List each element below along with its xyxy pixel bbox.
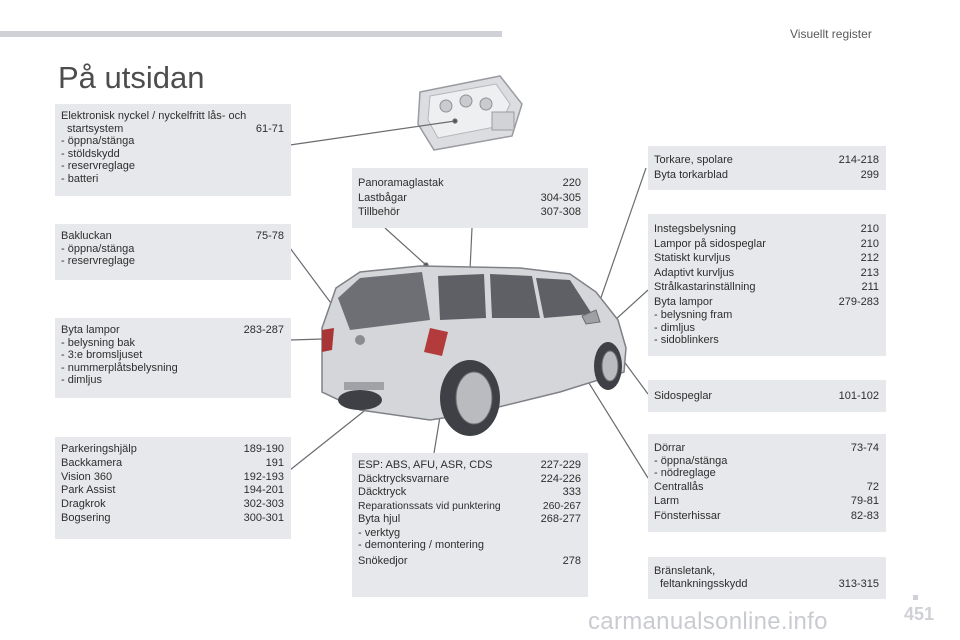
doors-row: Dörrar 73-74 (654, 442, 879, 455)
list-item: - belysning bak (61, 336, 135, 349)
mirrors-box: Sidospeglar 101-102 (648, 380, 886, 412)
rear-lamps-pages: 283-287 (243, 324, 284, 336)
list-item: - sidoblinkers (654, 334, 719, 346)
doors-label: Dörrar (654, 442, 686, 454)
key-title-row: startsystem 61-71 (61, 123, 284, 136)
page-title: På utsidan (58, 60, 205, 95)
car-body (321, 265, 627, 436)
rear-lamps-row: Byta lampor 283-287 (61, 324, 284, 337)
list-item: - stöldskydd (61, 147, 120, 160)
tailgate-pages: 75-78 (255, 230, 284, 242)
list-item: - demontering / montering (358, 538, 484, 551)
key-pages: 61-71 (255, 122, 284, 135)
key-box: Elektronisk nyckel / nyckelfritt lås- oc… (55, 104, 291, 196)
fuel-label-line1: Bränsletank, (654, 565, 716, 577)
list-item: - öppna/stänga (61, 135, 135, 147)
list-item: - nummerplåtsbelysning (61, 361, 178, 374)
list-item: - dimljus (654, 321, 695, 334)
list-item: - verktyg (358, 526, 401, 539)
fuel-pages: 313-315 (838, 577, 879, 590)
tailgate-label: Bakluckan (61, 230, 112, 242)
list-item: - reservreglage (61, 160, 135, 172)
watermark: carmanualsonline.info (588, 608, 828, 635)
list-item: - dimljus (61, 374, 102, 386)
fuel-row: feltankningsskydd 313-315 (654, 578, 879, 591)
doors-box: Dörrar 73-74 - öppna/stänga - nödreglage… (648, 434, 886, 532)
list-item: - belysning fram (654, 309, 733, 321)
list-item: - reservreglage (61, 255, 135, 267)
tailgate-box: Bakluckan 75-78 - öppna/stänga - reservr… (55, 224, 291, 280)
section-title: Visuellt register (790, 27, 872, 41)
mirrors-label: Sidospeglar (654, 390, 713, 402)
rear-lamps-box: Byta lampor 283-287 - belysning bak - 3:… (55, 318, 291, 398)
page-number: 451 (904, 604, 935, 624)
list-item: - 3:e bromsljuset (61, 349, 143, 361)
rear-lamps-label: Byta lampor (61, 324, 120, 336)
fuel-label-line2: feltankningsskydd (660, 577, 748, 590)
mirrors-row: Sidospeglar 101-102 (654, 390, 879, 403)
key-title-line1: Elektronisk nyckel / nyckelfritt lås- oc… (61, 110, 247, 122)
list-item: - öppna/stänga (654, 454, 728, 467)
key-fob-image (417, 75, 523, 151)
doors-pages: 73-74 (850, 442, 879, 454)
header-bar (0, 31, 502, 37)
mirrors-pages: 101-102 (838, 390, 879, 402)
fuel-box: Bränsletank, feltankningsskydd 313-315 (648, 557, 886, 599)
list-item: - nödreglage (654, 467, 716, 479)
list-item: - batteri (61, 172, 99, 185)
page-marker (913, 595, 918, 600)
tailgate-row: Bakluckan 75-78 (61, 230, 284, 243)
list-item: - öppna/stänga (61, 242, 135, 255)
key-title-line2: startsystem (67, 122, 124, 135)
